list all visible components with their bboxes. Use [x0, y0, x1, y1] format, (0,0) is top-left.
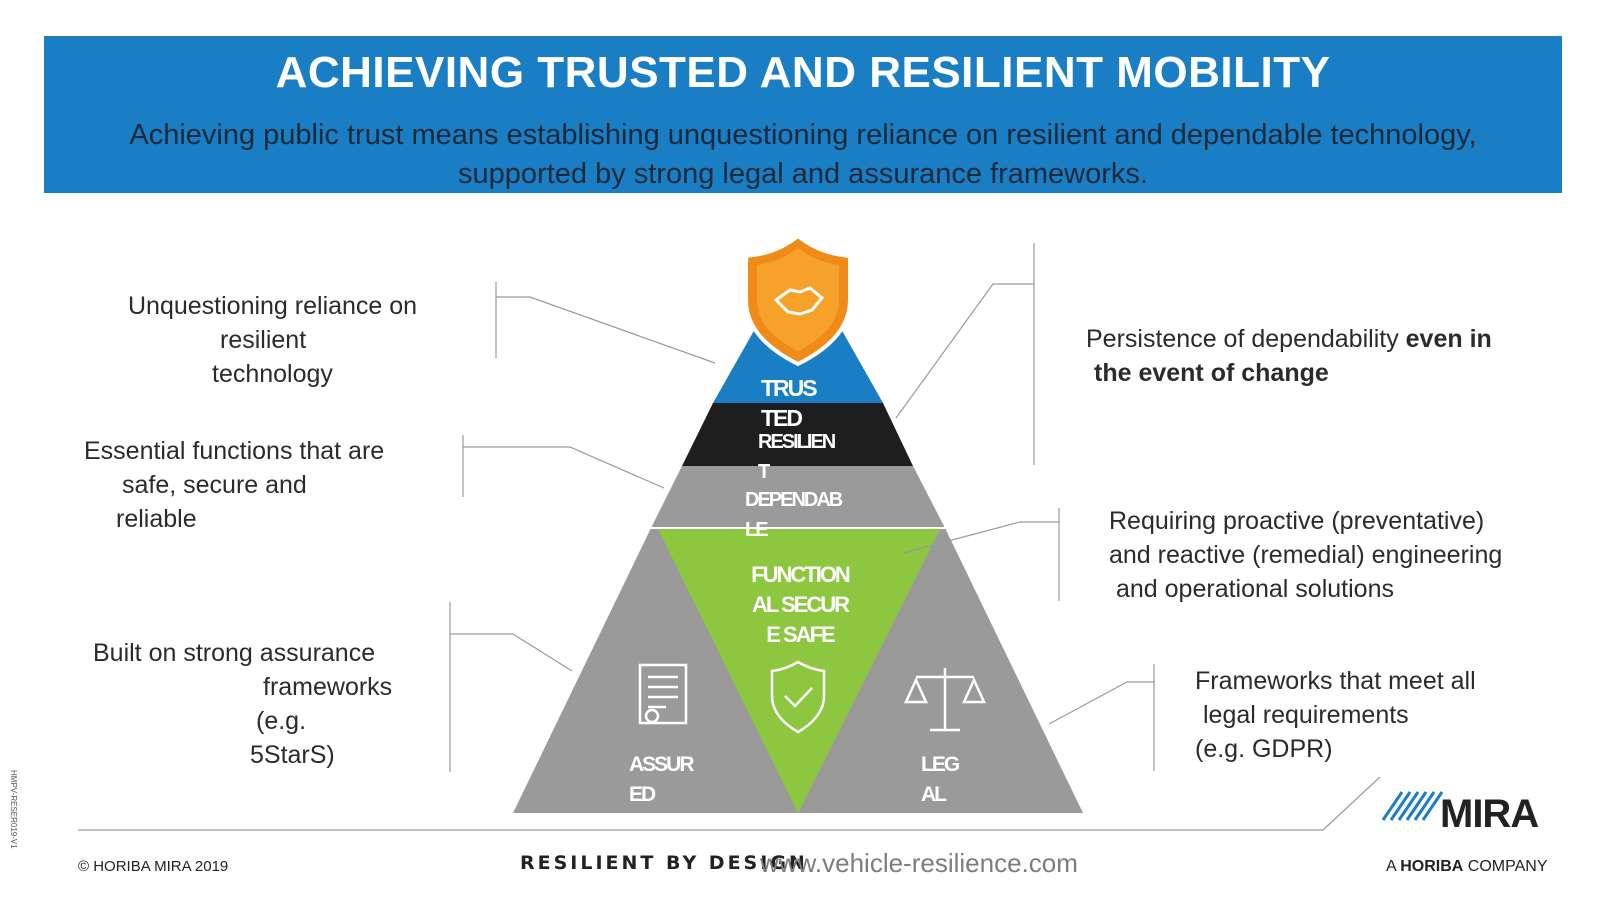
- connector-lines: [78, 243, 1381, 831]
- copyright: © HORIBA MIRA 2019: [78, 858, 229, 875]
- document-code: HMPV-RESER019-V1: [9, 770, 18, 849]
- note-reliance: Unquestioning reliance on resilient tech…: [128, 292, 418, 388]
- page-title: ACHIEVING TRUSTED AND RESILIENT MOBILITY: [275, 48, 1331, 97]
- page-subtitle: Achieving public trust means establishin…: [44, 116, 1562, 194]
- resilient-layer: [682, 403, 913, 466]
- note-legal: Frameworks that meet all legal requireme…: [1195, 667, 1476, 763]
- dependable-label: DEPENDABLE: [745, 489, 843, 541]
- legal-label: LEGAL: [921, 753, 960, 806]
- assured-label: ASSURED: [629, 753, 695, 806]
- functional-triangle: [658, 529, 940, 813]
- subtitle-line-2: supported by strong legal and assurance …: [458, 158, 1148, 190]
- handshake-shield-icon: [744, 233, 852, 367]
- header-banner: ACHIEVING TRUSTED AND RESILIENT MOBILITY…: [44, 36, 1562, 193]
- note-assurance: Built on strong assurance frameworks (e.…: [93, 639, 393, 769]
- certificate-icon: [638, 663, 688, 725]
- scales-icon: [904, 668, 986, 732]
- tagline: RESILIENT BY DESIGN: [520, 852, 808, 874]
- mira-logo-stripes: [1381, 791, 1444, 821]
- trusted-label: TRUSTED: [761, 375, 818, 431]
- subtitle-line-1: Achieving public trust means establishin…: [129, 119, 1477, 151]
- website-link[interactable]: www.vehicle-resilience.com: [760, 848, 1078, 878]
- functional-label: FUNCTIONAL SECURE SAFE: [751, 562, 851, 647]
- note-essential: Essential functions that are safe, secur…: [84, 437, 385, 533]
- note-proactive: Requiring proactive (preventative) and r…: [1109, 507, 1503, 603]
- note-persistence: Persistence of dependability even in the…: [1086, 325, 1492, 387]
- mira-logo: MIRA: [1440, 792, 1539, 836]
- horiba-company-text: A HORIBA COMPANY: [1386, 858, 1548, 875]
- dependable-layer: [651, 466, 945, 528]
- shield-check-icon: [770, 660, 826, 734]
- resilient-label: RESILIENT: [758, 431, 836, 483]
